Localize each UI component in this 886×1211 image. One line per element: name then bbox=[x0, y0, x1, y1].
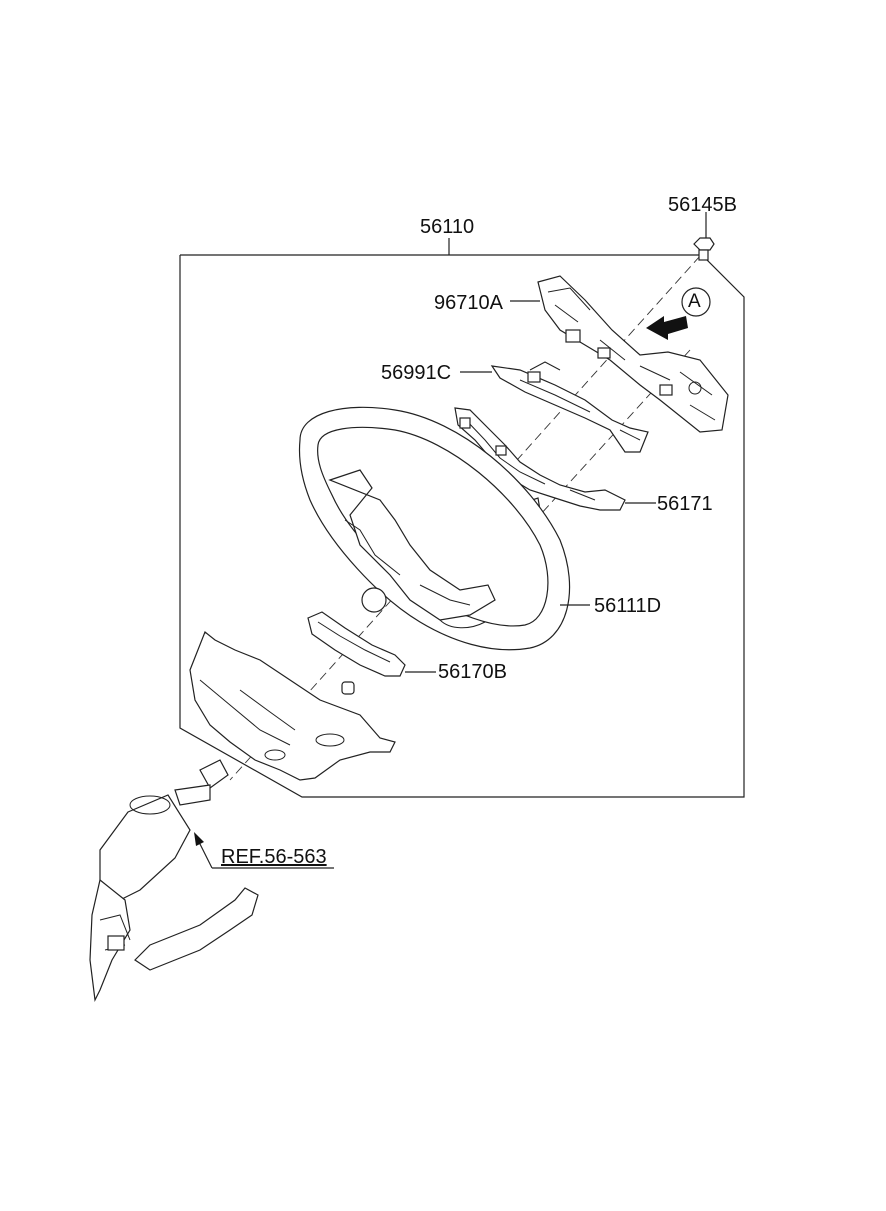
arrow-left-icon bbox=[646, 316, 688, 340]
harness-bracket-part bbox=[460, 361, 649, 453]
label-reference[interactable]: REF.56-563 bbox=[221, 846, 327, 868]
label-56145b: 56145B bbox=[668, 194, 737, 216]
label-56110: 56110 bbox=[420, 216, 475, 238]
view-marker-label: A bbox=[688, 291, 701, 312]
steering-wheel-part bbox=[298, 406, 590, 651]
label-56111d: 56111D bbox=[594, 595, 662, 617]
label-56171: 56171 bbox=[657, 493, 713, 515]
circle-letter-icon bbox=[681, 287, 711, 317]
column-shroud-part bbox=[189, 631, 396, 781]
clock-spring-part bbox=[307, 611, 436, 695]
wiring-part bbox=[454, 407, 656, 513]
label-56170b: 56170B bbox=[438, 661, 507, 683]
bolt-part bbox=[693, 212, 715, 261]
steering-column-part bbox=[89, 759, 259, 1003]
reference-leader bbox=[194, 832, 334, 869]
label-56991c: 56991C bbox=[381, 362, 452, 384]
remote-switch-part bbox=[510, 275, 729, 433]
view-a-marker bbox=[646, 287, 711, 340]
label-96710a: 96710A bbox=[434, 292, 503, 314]
